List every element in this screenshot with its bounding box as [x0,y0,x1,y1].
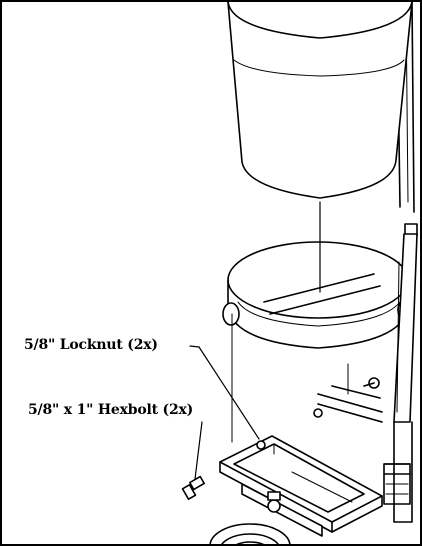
wheel [209,523,291,544]
bucket [227,2,413,199]
leader-lines [189,345,260,480]
right-post [383,223,418,523]
hexbolt-callout: 5/8" x 1" Hexbolt (2x) [28,402,194,418]
frame-bracket [313,363,383,423]
ring-band [222,241,413,349]
hexbolt-part [181,475,205,500]
locknut-hole [256,440,266,450]
base-frame [219,435,383,537]
locknut-callout: 5/8" Locknut (2x) [24,337,158,353]
